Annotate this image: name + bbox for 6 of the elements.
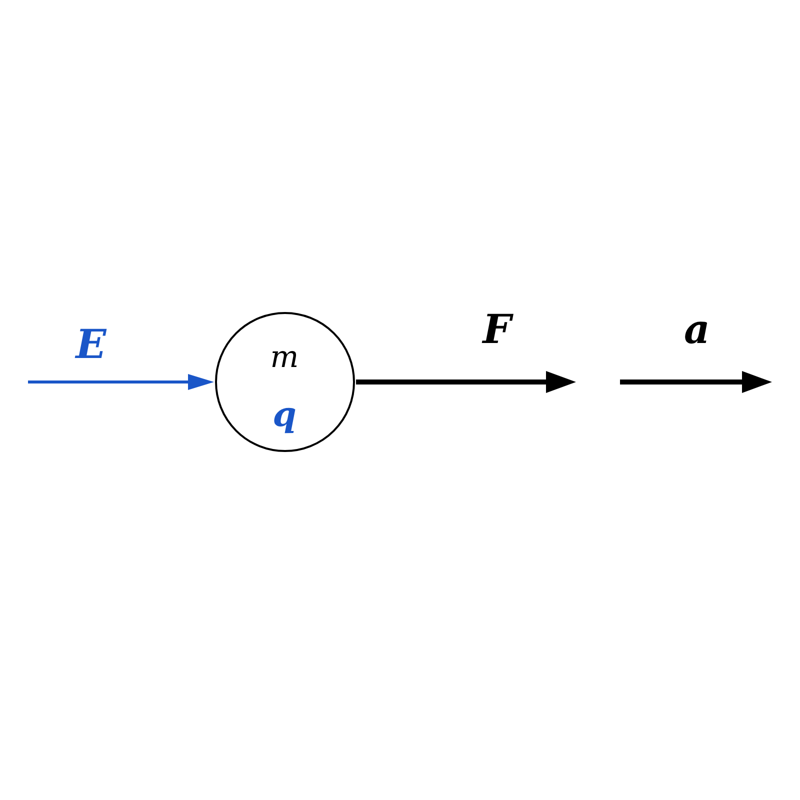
vector-label: F	[482, 310, 512, 350]
vector-label: E	[76, 325, 106, 365]
symbol-label: m	[270, 342, 299, 372]
vector-label: a	[684, 310, 710, 350]
symbol-label: q	[272, 398, 296, 432]
particle-circle	[215, 312, 355, 452]
